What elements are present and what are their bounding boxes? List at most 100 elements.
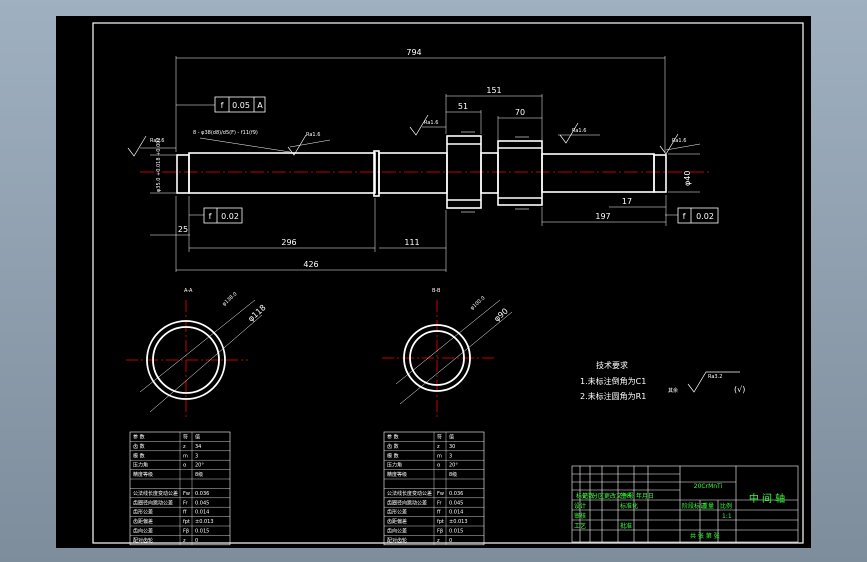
- svg-text:分区: 分区: [592, 492, 604, 500]
- svg-text:批准: 批准: [620, 522, 632, 530]
- dim-17: 17: [622, 197, 632, 206]
- gear-table-cell: 3: [195, 453, 198, 459]
- gear-table-cell: 30: [449, 444, 455, 450]
- svg-text:A: A: [257, 101, 263, 110]
- gear-table-cell: 20°: [195, 463, 204, 469]
- gear-table-cell: 20°: [449, 463, 458, 469]
- svg-text:工艺: 工艺: [574, 522, 586, 530]
- svg-text:f: f: [221, 101, 224, 110]
- gear-table-cell: ff: [437, 510, 441, 516]
- svg-text:技术要求: 技术要求: [596, 360, 628, 370]
- svg-text:重量: 重量: [702, 502, 714, 510]
- svg-text:标准化: 标准化: [620, 502, 638, 510]
- gear-table-cell: 齿距偏差: [133, 518, 153, 525]
- svg-text:处数: 处数: [582, 492, 594, 500]
- gear-table-cell: 配对齿轮: [133, 537, 153, 544]
- gear-table-cell: Fr: [437, 500, 443, 506]
- gear-table-cell: 模 数: [387, 452, 399, 459]
- gear-table-cell: 齿形公差: [387, 509, 407, 516]
- gear-table-cell: 34: [195, 444, 201, 450]
- gear-table-cell: 符: [437, 434, 442, 441]
- remaining-roughness-check: (√): [734, 385, 745, 394]
- gear-table-cell: 齿向公差: [387, 528, 407, 535]
- svg-text:0.02: 0.02: [221, 212, 239, 221]
- svg-text:1:1: 1:1: [722, 513, 732, 520]
- svg-text:0.02: 0.02: [696, 212, 714, 221]
- svg-text:0.05: 0.05: [232, 101, 250, 110]
- svg-text:设计: 设计: [574, 502, 586, 510]
- svg-text:审核: 审核: [574, 512, 586, 520]
- dim-25: 25: [178, 225, 188, 234]
- gear-table-cell: z: [183, 538, 186, 544]
- gear-table-cell: 齿向公差: [133, 528, 153, 535]
- drawing-frame: [92, 22, 804, 544]
- gear-table-cell: 0: [195, 538, 198, 544]
- title-part-name: 中 间 轴: [749, 492, 785, 505]
- gear-table-cell: 精度等级: [387, 471, 407, 478]
- svg-text:A-A: A-A: [184, 288, 193, 294]
- svg-text:f: f: [209, 212, 212, 221]
- gear-table-cell: Fβ: [437, 529, 443, 535]
- svg-text:2.未标注圆角为R1: 2.未标注圆角为R1: [580, 391, 646, 401]
- gear-table-cell: 0.045: [195, 500, 209, 506]
- gear-table-cell: 0.014: [195, 510, 209, 516]
- gear-table-cell: α: [183, 463, 187, 469]
- dim-197: 197: [595, 212, 610, 221]
- dim-111: 111: [404, 238, 419, 247]
- gear-table-cell: 0.036: [195, 491, 209, 497]
- title-material: 20CrMnTi: [694, 483, 723, 490]
- svg-text:年月日: 年月日: [636, 492, 654, 500]
- gear-table-cell: 0.036: [449, 491, 463, 497]
- roughness-1: Ra1.6: [150, 138, 164, 144]
- gear-table-cell: 参 数: [133, 434, 145, 441]
- gear-table-cell: 精度等级: [133, 471, 153, 478]
- gear-table-cell: ±0.013: [449, 519, 468, 525]
- tolerance-left: f 0.02: [203, 207, 243, 224]
- title-block: [571, 465, 799, 543]
- roughness-4: Ra1.6: [572, 128, 586, 134]
- roughness-3: Ra1.6: [424, 120, 438, 126]
- gear-table-cell: 0.045: [449, 500, 463, 506]
- gear-table-cell: 配对齿轮: [387, 537, 407, 544]
- shaft-body-left: [188, 152, 376, 194]
- gear-table-cell: 公法线长度变动公差: [133, 490, 178, 497]
- gear-table-cell: 齿形公差: [133, 509, 153, 516]
- gear-table-cell: z: [437, 538, 440, 544]
- gear-table-cell: 齿圈径向跳动公差: [133, 499, 173, 506]
- gear-table-cell: 0: [449, 538, 452, 544]
- gear-table-cell: ±0.013: [195, 519, 214, 525]
- svg-text:标记: 标记: [576, 492, 588, 500]
- dim-296: 296: [281, 238, 296, 247]
- svg-text:f: f: [683, 212, 686, 221]
- gear-table-cell: Fβ: [183, 529, 189, 535]
- dim-right-diameter: φ40: [683, 171, 692, 186]
- gear-table-cell: Fw: [183, 491, 190, 497]
- dim-overall: 794: [406, 48, 421, 57]
- gear-table-cell: 压力角: [133, 462, 148, 469]
- gear-table-cell: 8级: [195, 471, 203, 478]
- gear-table-cell: 0.014: [449, 510, 463, 516]
- svg-text:Ra3.2: Ra3.2: [708, 374, 722, 380]
- gear-table-cell: m: [437, 453, 442, 459]
- gear-table-cell: z: [183, 444, 186, 450]
- svg-text:比例: 比例: [720, 502, 732, 510]
- svg-text:阶段标记: 阶段标记: [682, 502, 706, 510]
- gear-table-cell: fpt: [437, 519, 444, 525]
- gear-table-cell: α: [437, 463, 441, 469]
- gear-table-cell: 值: [449, 434, 454, 441]
- dim-70: 70: [515, 108, 525, 117]
- svg-text:其余: 其余: [668, 387, 678, 394]
- tolerance-right: f 0.02: [677, 207, 719, 224]
- gear-table-cell: Fr: [183, 500, 189, 506]
- gear-table-cell: z: [437, 444, 440, 450]
- gear-table-cell: 齿 数: [133, 443, 145, 450]
- roughness-2: Ra1.6: [306, 132, 320, 138]
- dim-151: 151: [486, 86, 501, 95]
- gear-table-cell: 齿 数: [387, 443, 399, 450]
- dim-left-diameter: φ35.0 +0.018 +0.002: [156, 137, 162, 192]
- gear-table-cell: 值: [195, 434, 200, 441]
- gear-table-cell: 齿距偏差: [387, 518, 407, 525]
